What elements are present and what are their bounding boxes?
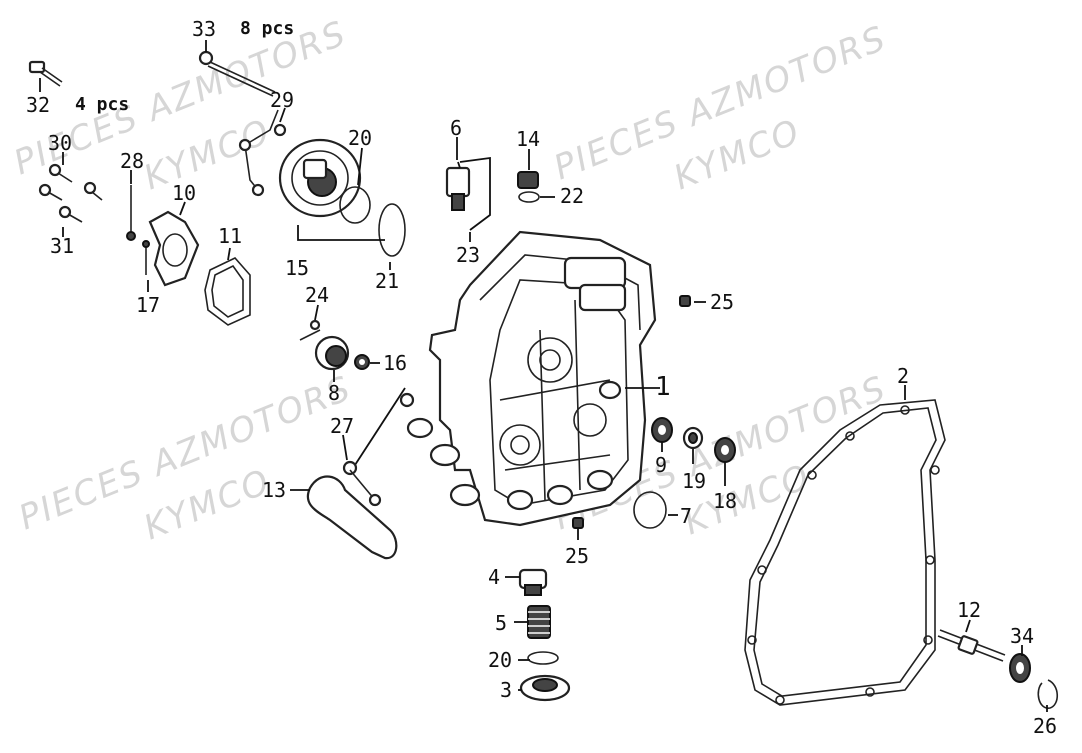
callout-25-lower: 25 — [565, 544, 589, 568]
callout-34: 34 — [1010, 624, 1034, 648]
callout-24: 24 — [305, 283, 329, 307]
callout-6: 6 — [450, 116, 462, 140]
part-7-o-ring — [633, 491, 667, 529]
part-18-bearing — [714, 437, 736, 463]
callout-22: 22 — [560, 184, 584, 208]
callout-12: 12 — [957, 598, 981, 622]
callout-2: 2 — [897, 364, 909, 388]
callout-17: 17 — [136, 293, 160, 317]
callout-28: 28 — [120, 149, 144, 173]
callout-31: 31 — [50, 234, 74, 258]
part-27-clamp — [342, 387, 434, 507]
part-12-shaft — [937, 629, 1006, 662]
leader-line — [297, 225, 385, 241]
part-26-circlip — [1037, 679, 1059, 709]
part-32-bolt — [28, 60, 63, 87]
callout-labels: 33 8 pcs 32 4 pcs 30 31 28 10 11 17 29 2… — [26, 17, 1057, 738]
callout-3: 3 — [500, 678, 512, 702]
callout-32: 32 — [26, 93, 50, 117]
callout-4: 4 — [488, 565, 500, 589]
watermarks: PIECES AZMOTORS KYMCO PIECES AZMOTORS KY… — [8, 13, 892, 548]
part-10-pump-body — [148, 210, 200, 287]
callout-25-upper: 25 — [710, 290, 734, 314]
callout-26: 26 — [1033, 714, 1057, 738]
part-25-bolt-lower — [572, 517, 584, 529]
callout-5: 5 — [495, 611, 507, 635]
part-17-pin — [142, 240, 150, 275]
part-30-bolts — [38, 163, 103, 201]
part-3-drain-cap — [519, 674, 571, 702]
callout-27: 27 — [330, 414, 354, 438]
part-13-hose — [306, 475, 398, 560]
callout-7: 7 — [680, 504, 692, 528]
part-11-gasket — [204, 257, 251, 326]
callout-10: 10 — [172, 181, 196, 205]
part-6-switch — [445, 156, 491, 231]
callout-11: 11 — [218, 224, 242, 248]
leader-lines — [39, 40, 1048, 712]
part-31-bolt — [58, 205, 83, 223]
part-4-plug — [518, 568, 548, 596]
part-8-impeller — [314, 335, 350, 371]
part-19-seal — [682, 426, 704, 450]
callout-16: 16 — [383, 351, 407, 375]
callout-18: 18 — [713, 489, 737, 513]
quantity-32: 4 pcs — [75, 94, 129, 115]
callout-13: 13 — [262, 478, 286, 502]
callout-1: 1 — [655, 372, 671, 402]
quantity-33: 8 pcs — [240, 18, 294, 39]
callout-20-upper: 20 — [348, 126, 372, 150]
part-14-plug — [517, 171, 539, 189]
part-15-pump-cover — [278, 138, 362, 218]
callout-33: 33 — [192, 17, 216, 41]
callout-8: 8 — [328, 381, 340, 405]
part-16-seal — [354, 354, 370, 370]
part-34-bearing — [1009, 653, 1031, 683]
callout-30: 30 — [48, 131, 72, 155]
part-20-o-ring-upper — [339, 186, 371, 224]
part-1-crankcase-cover — [428, 230, 657, 527]
callout-29: 29 — [270, 88, 294, 112]
part-21-o-ring — [378, 203, 406, 257]
part-5-spring — [527, 605, 551, 639]
part-29-pipe — [238, 109, 287, 197]
part-20-o-ring-lower — [527, 651, 559, 665]
callout-15: 15 — [285, 256, 309, 280]
callout-14: 14 — [516, 127, 540, 151]
part-24-pin — [299, 319, 321, 341]
callout-19: 19 — [682, 469, 706, 493]
callout-20-lower: 20 — [488, 648, 512, 672]
callout-9: 9 — [655, 453, 667, 477]
part-28-pin — [126, 185, 136, 241]
part-2-gasket — [744, 399, 946, 706]
part-22-o-ring — [518, 191, 540, 203]
part-9-bearing — [651, 417, 673, 443]
part-25-bolt-upper — [679, 295, 691, 307]
callout-21: 21 — [375, 269, 399, 293]
callout-23: 23 — [456, 243, 480, 267]
